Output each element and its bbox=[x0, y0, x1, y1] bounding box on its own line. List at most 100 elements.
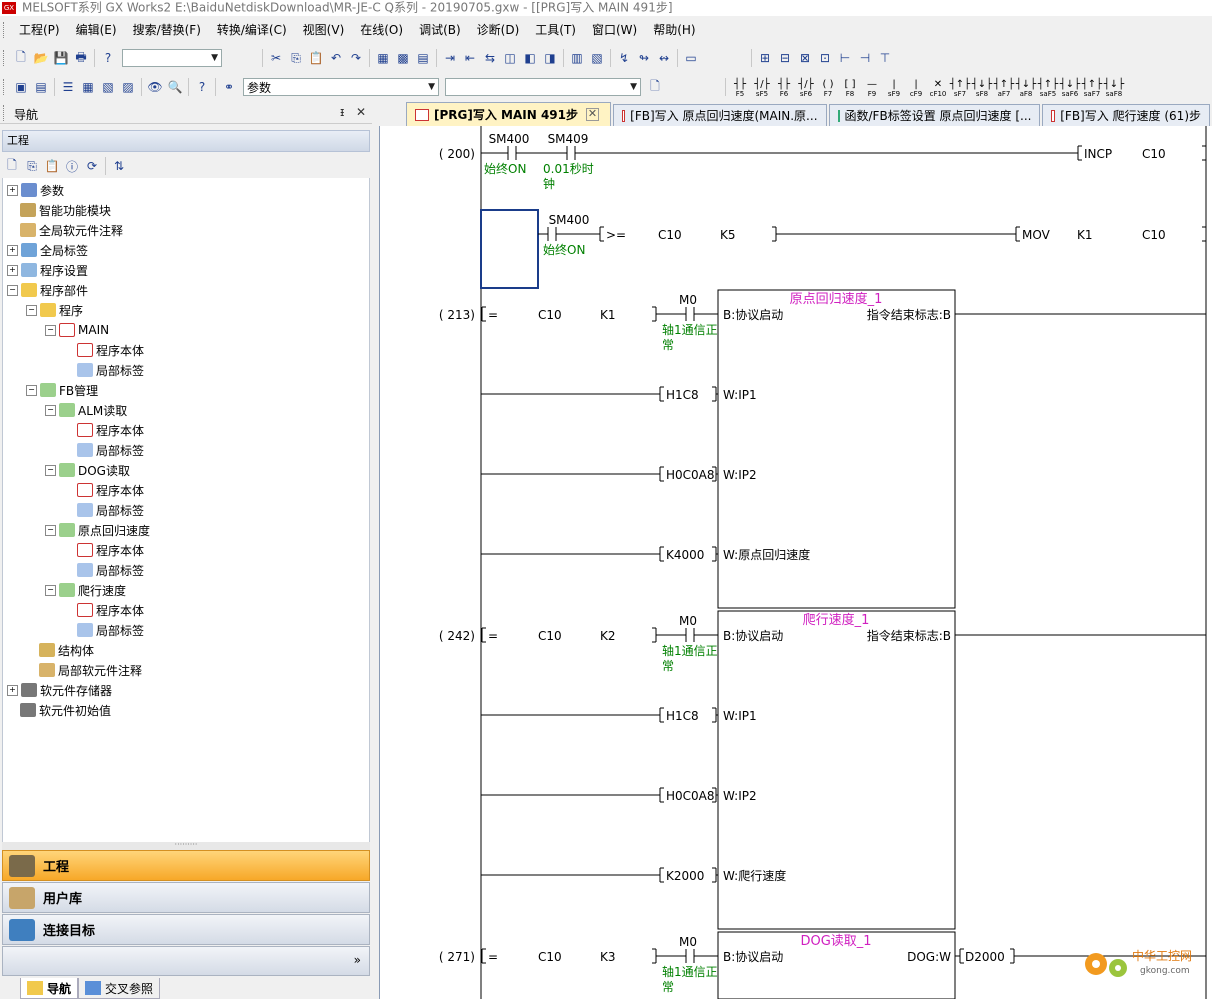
ladder-cursor[interactable] bbox=[480, 209, 539, 289]
ladder-symbol-button[interactable]: ┤↑├aF7 bbox=[993, 76, 1015, 99]
cut-icon[interactable]: ✂ bbox=[270, 51, 282, 65]
tree-node[interactable]: 软元件初始值 bbox=[7, 700, 111, 720]
refresh-icon[interactable]: ⟳ bbox=[86, 159, 98, 173]
paste-icon[interactable]: 📋 bbox=[44, 159, 60, 173]
verify-icon[interactable]: ⇆ bbox=[484, 51, 496, 65]
app-icon[interactable]: GX bbox=[2, 1, 16, 14]
expand-icon[interactable]: + bbox=[7, 244, 18, 256]
tree-node[interactable]: −ALM读取 bbox=[45, 400, 127, 420]
expand-icon[interactable]: + bbox=[7, 264, 18, 276]
tree-node[interactable]: 局部标签 bbox=[64, 440, 144, 460]
ladder-online-icon[interactable]: ⊢ bbox=[839, 51, 851, 65]
collapse-icon[interactable]: − bbox=[26, 304, 37, 316]
property-icon[interactable]: ⓘ bbox=[65, 159, 78, 174]
tree-node[interactable]: −MAIN bbox=[45, 320, 109, 340]
ladder-symbol-button[interactable]: |cF9 bbox=[905, 76, 927, 99]
sampling-icon[interactable]: ↬ bbox=[638, 51, 650, 65]
program-combo[interactable]: ▼ bbox=[445, 78, 641, 96]
copy-icon[interactable]: ⎘ bbox=[291, 50, 301, 65]
function-block[interactable] bbox=[717, 610, 956, 930]
ladder-symbol-button[interactable]: ┤↓├sF8 bbox=[971, 76, 993, 99]
tree-node[interactable]: 局部标签 bbox=[64, 500, 144, 520]
ladder-symbol-button[interactable]: —F9 bbox=[861, 76, 883, 99]
ladder-symbol-button[interactable]: ┤↑├saF5 bbox=[1037, 76, 1059, 99]
menu-item[interactable]: 诊断(D) bbox=[476, 23, 520, 37]
write-to-plc-icon[interactable]: ⇥ bbox=[444, 51, 456, 65]
open-folder-icon[interactable]: 📂 bbox=[33, 51, 49, 65]
device-view-icon[interactable]: ▦ bbox=[82, 80, 94, 94]
collapse-icon[interactable]: − bbox=[45, 584, 56, 596]
tab-navigation[interactable]: 导航 bbox=[20, 978, 79, 999]
contact-search-icon[interactable]: ▤ bbox=[417, 51, 429, 65]
simulation-icon[interactable]: ▭ bbox=[685, 51, 697, 65]
toolbar-grip[interactable] bbox=[3, 50, 7, 66]
ladder-symbol-button[interactable]: ( )F7 bbox=[817, 76, 839, 99]
watch-icon[interactable]: 👁 bbox=[147, 80, 163, 94]
tree-node[interactable]: +软元件存储器 bbox=[7, 680, 112, 700]
tab-cross-reference[interactable]: 交叉参照 bbox=[78, 978, 161, 999]
monitor-stop-icon[interactable]: ◧ bbox=[524, 51, 536, 65]
function-block[interactable] bbox=[717, 931, 956, 999]
tab-fb-label-setting[interactable]: 函数/FB标签设置 原点回归速度 [... bbox=[828, 104, 1040, 126]
new-data-icon[interactable]: 🗋 bbox=[7, 157, 17, 172]
tree-node[interactable]: +程序设置 bbox=[7, 260, 88, 280]
trace-icon[interactable]: ↯ bbox=[618, 51, 630, 65]
monitor-write-icon[interactable]: ◨ bbox=[544, 51, 556, 65]
device-batch-icon[interactable]: ▥ bbox=[571, 51, 583, 65]
ladder-branch-icon[interactable]: ⊠ bbox=[799, 51, 811, 65]
ladder-symbol-button[interactable]: ┤/├sF6 bbox=[795, 76, 817, 99]
collapse-icon[interactable]: − bbox=[7, 284, 18, 296]
tree-node[interactable]: 全局软元件注释 bbox=[7, 220, 123, 240]
close-icon[interactable]: ✕ bbox=[356, 105, 367, 119]
help-icon[interactable]: ? bbox=[104, 51, 112, 65]
tree-node[interactable]: 程序本体 bbox=[64, 420, 144, 440]
device-label-icon[interactable]: ▨ bbox=[122, 80, 134, 94]
close-icon[interactable]: ✕ bbox=[586, 107, 599, 121]
menu-item[interactable]: 搜索/替换(F) bbox=[132, 23, 201, 37]
read-from-plc-icon[interactable]: ⇤ bbox=[464, 51, 476, 65]
tree-node[interactable]: −程序部件 bbox=[7, 280, 88, 300]
collapse-icon[interactable]: − bbox=[45, 524, 56, 536]
nav-grip[interactable] bbox=[3, 105, 7, 121]
ladder-symbol-button[interactable]: ┤↓├saF6 bbox=[1059, 76, 1081, 99]
ladder-symbol-button[interactable]: ┤↓├aF8 bbox=[1015, 76, 1037, 99]
tree-node[interactable]: −爬行速度 bbox=[45, 580, 126, 600]
help-icon[interactable]: ? bbox=[198, 80, 206, 94]
ladder-symbol-button[interactable]: ┤├F5 bbox=[729, 76, 751, 99]
page-icon[interactable]: 🗋 bbox=[650, 78, 660, 93]
ladder-symbol-button[interactable]: |sF9 bbox=[883, 76, 905, 99]
pin-icon[interactable]: ᵻ bbox=[340, 105, 345, 119]
device-register-icon[interactable]: ▧ bbox=[591, 51, 603, 65]
tree-node[interactable]: 程序本体 bbox=[64, 340, 144, 360]
ladder-symbol-button[interactable]: ┤├F6 bbox=[773, 76, 795, 99]
ladder-zoom-icon[interactable]: ⊣ bbox=[859, 51, 871, 65]
menu-item[interactable]: 窗口(W) bbox=[591, 23, 638, 37]
tree-node[interactable]: 局部标签 bbox=[64, 620, 144, 640]
save-icon[interactable]: 💾 bbox=[53, 51, 69, 65]
tree-node[interactable]: 程序本体 bbox=[64, 480, 144, 500]
expand-icon[interactable]: + bbox=[7, 684, 18, 696]
ladder-compile-icon[interactable]: ⊡ bbox=[819, 51, 831, 65]
parameter-combo[interactable]: 参数▼ bbox=[243, 78, 439, 96]
sort-icon[interactable]: ⇅ bbox=[113, 159, 125, 173]
tree-node[interactable]: 局部标签 bbox=[64, 360, 144, 380]
menu-item[interactable]: 工具(T) bbox=[535, 23, 576, 37]
menu-item[interactable]: 帮助(H) bbox=[653, 23, 696, 37]
expand-icon[interactable]: + bbox=[7, 184, 18, 196]
connection-target-pane-button[interactable]: 连接目标 bbox=[2, 914, 370, 945]
ladder-insert-icon[interactable]: ⊞ bbox=[759, 51, 771, 65]
ladder-symbol-button[interactable]: ┤↑├sF7 bbox=[949, 76, 971, 99]
tree-node[interactable]: 局部标签 bbox=[64, 560, 144, 580]
tree-node[interactable]: 程序本体 bbox=[64, 600, 144, 620]
collapse-icon[interactable]: − bbox=[45, 324, 56, 336]
undo-icon[interactable]: ↶ bbox=[330, 51, 342, 65]
ladder-view-icon[interactable]: ⊤ bbox=[879, 51, 891, 65]
tree-node[interactable]: 局部软元件注释 bbox=[26, 660, 142, 680]
tree-node[interactable]: −程序 bbox=[26, 300, 83, 320]
tree-node[interactable]: +参数 bbox=[7, 180, 64, 200]
device-comment-icon[interactable]: ▧ bbox=[102, 80, 114, 94]
tree-node[interactable]: 结构体 bbox=[26, 640, 94, 660]
collapse-icon[interactable]: − bbox=[45, 404, 56, 416]
